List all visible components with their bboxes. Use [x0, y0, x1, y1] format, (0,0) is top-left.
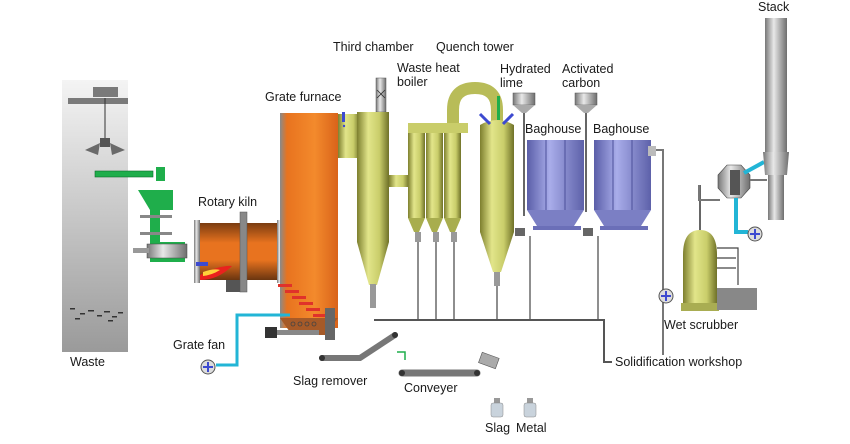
wet-scrubber — [662, 185, 757, 311]
heat-exchanger — [698, 160, 767, 242]
stack — [763, 18, 789, 220]
grate-furnace — [265, 113, 338, 340]
baghouse-2 — [583, 140, 664, 355]
label-grate-furnace: Grate furnace — [265, 90, 342, 104]
waste-pit — [62, 80, 128, 352]
label-baghouse-2: Baghouse — [593, 122, 650, 136]
third-chamber — [357, 77, 389, 308]
slag-remover — [319, 332, 398, 361]
label-slag: Slag — [485, 421, 511, 435]
label-rotary-kiln: Rotary kiln — [198, 195, 258, 209]
label-grate-fan: Grate fan — [173, 338, 226, 352]
label-baghouse-1: Baghouse — [525, 122, 582, 136]
label-quench-tower: Quench tower — [436, 40, 514, 54]
label-conveyer: Conveyer — [404, 381, 458, 395]
duct-boiler — [389, 175, 409, 187]
label-third-chamber: Third chamber — [333, 40, 414, 54]
feeder — [94, 167, 188, 262]
scrubber-pump-icon — [658, 288, 674, 304]
label-activated-carbon: Activated carbon — [562, 62, 614, 90]
duct-furnace-third-chamber — [338, 114, 360, 158]
grate-fan-icon — [200, 313, 290, 375]
label-metal: Metal — [516, 421, 547, 435]
waste-heat-boiler — [408, 123, 468, 320]
activated-carbon-hopper — [574, 92, 598, 212]
ash-line — [374, 319, 612, 363]
label-waste: Waste — [70, 355, 105, 369]
conveyer — [397, 351, 500, 377]
slag-container — [490, 398, 504, 418]
rotary-kiln — [194, 211, 283, 293]
spray-icon — [342, 112, 346, 128]
label-hydrated-lime: Hydrated lime — [500, 62, 551, 90]
hydrated-lime-hopper — [512, 92, 536, 216]
baghouse-1 — [515, 140, 584, 320]
label-stack: Stack — [758, 0, 790, 14]
label-wet-scrubber: Wet scrubber — [664, 318, 739, 332]
label-waste-heat-boiler: Waste heat boiler — [397, 61, 460, 89]
label-solidification-workshop: Solidification workshop — [615, 355, 743, 369]
label-slag-remover: Slag remover — [293, 374, 368, 388]
metal-container — [523, 398, 537, 418]
quench-tower — [478, 96, 515, 320]
